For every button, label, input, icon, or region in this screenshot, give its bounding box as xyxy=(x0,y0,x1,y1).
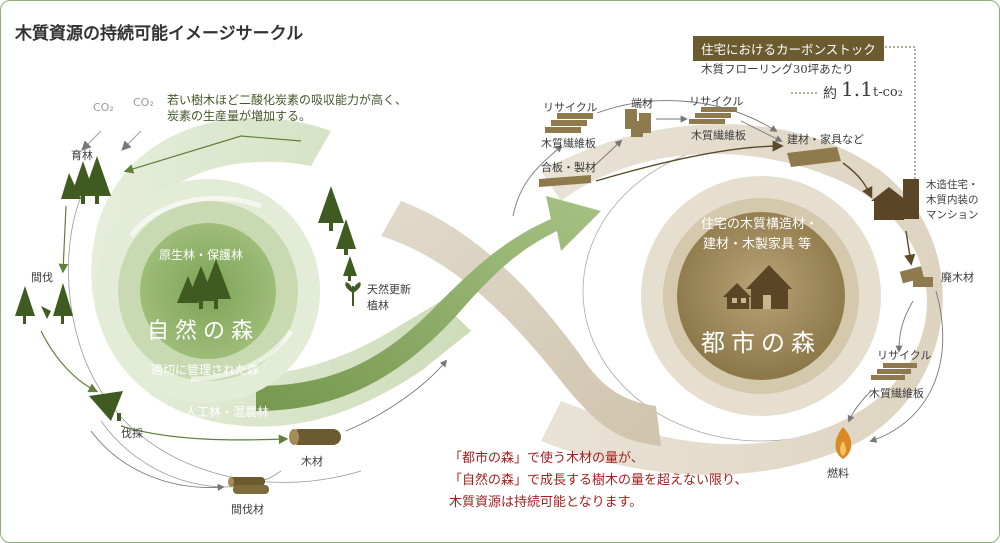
label-fiberboard-2: 木質繊維板 xyxy=(691,127,746,143)
page-title: 木質資源の持続可能イメージサークル xyxy=(15,19,303,44)
label-primeval-forest: 原生林・保護林 xyxy=(159,246,243,263)
label-ikurin: 育林 xyxy=(71,147,93,163)
label-fuel: 燃料 xyxy=(827,465,849,481)
growing-trees-icon xyxy=(318,186,357,281)
label-artificial-forest: 人工林・混農林 xyxy=(185,403,269,420)
label-wooden-house-3: マンション xyxy=(926,207,979,222)
city-desc-2: 建材・木製家具 等 xyxy=(703,233,811,252)
city-desc-1: 住宅の木質構造材・ xyxy=(701,213,818,232)
conclusion-line-2: 「自然の森」で成長する樹木の量を超えない限り、 xyxy=(449,469,747,488)
label-kanbatsuzai: 間伐材 xyxy=(231,501,264,517)
conclusion-line-1: 「都市の森」で使う木材の量が、 xyxy=(449,447,644,466)
label-plywood: 合板・製材 xyxy=(541,159,596,175)
thinned-timber-icon xyxy=(228,477,269,494)
conclusion-line-3: 木質資源は持続可能となります。 xyxy=(449,491,642,510)
label-fiberboard-3: 木質繊維板 xyxy=(869,385,924,401)
carbon-stock-label: 住宅におけるカーボンストック xyxy=(693,36,884,61)
label-fiberboard-1: 木質繊維板 xyxy=(541,135,596,151)
label-waste-wood: 廃木材 xyxy=(941,269,974,285)
label-managed-forest: 適切に管理された森 xyxy=(151,361,259,378)
top-note-line-2: 炭素の生産量が増加する。 xyxy=(167,107,311,124)
label-wooden-house-2: 木質内装の xyxy=(926,192,979,207)
label-recycle-2: リサイクル xyxy=(689,93,743,109)
label-building-furniture: 建材・家具など xyxy=(787,131,864,147)
bassai-tree-icon xyxy=(89,391,123,421)
kanbatsu-trees-icon xyxy=(15,283,73,324)
label-city-forest: 都市の森 xyxy=(701,323,821,358)
carbon-value: 1.1 xyxy=(841,77,873,101)
label-natural-regen-1: 天然更新 xyxy=(367,281,411,297)
endwood-icon xyxy=(625,109,651,137)
carbon-value-prefix: 約 xyxy=(823,83,837,103)
co2-label-2: CO₂ xyxy=(133,96,154,109)
carbon-stock-sub: 木質フローリング30坪あたり xyxy=(701,61,854,77)
label-natural-regen-2: 植林 xyxy=(367,297,389,313)
label-endwood: 端材 xyxy=(631,95,653,111)
ikurin-trees-icon xyxy=(61,156,111,204)
seedling-icon xyxy=(345,282,360,306)
label-bassai: 伐採 xyxy=(121,425,143,441)
label-mokuzai: 木材 xyxy=(301,453,323,469)
fiberboard-stack-1 xyxy=(545,113,593,133)
label-kanbatsu: 間伐 xyxy=(31,269,53,285)
carbon-unit: t-co₂ xyxy=(873,85,903,100)
label-recycle-1: リサイクル xyxy=(543,99,597,115)
label-natural-forest: 自然の森 xyxy=(147,313,259,345)
top-note-line-1: 若い樹木ほど二酸化炭素の吸収能力が高く、 xyxy=(167,91,407,108)
label-recycle-3: リサイクル xyxy=(877,347,931,363)
co2-label-1: CO₂ xyxy=(93,101,114,114)
label-wooden-house-1: 木造住宅・ xyxy=(926,177,979,192)
timber-log-icon xyxy=(289,429,341,445)
